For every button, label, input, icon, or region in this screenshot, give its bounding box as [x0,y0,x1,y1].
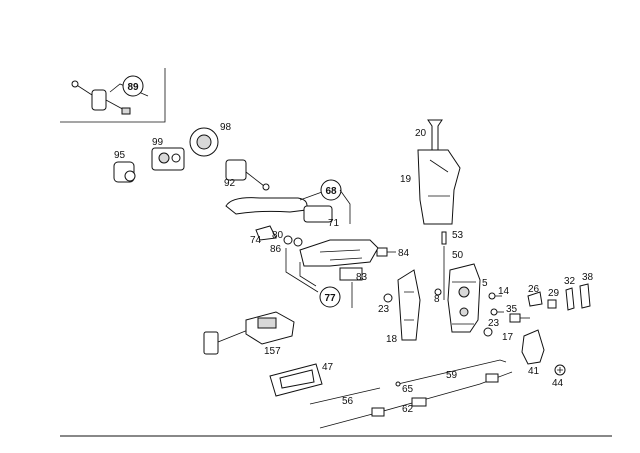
label-98: 98 [220,122,232,133]
callout-77[interactable] [319,286,341,308]
inset-group-89: 89 [60,68,166,123]
lock-mechanism-5[interactable] [447,263,481,333]
door-handle-68[interactable] [225,197,308,215]
part-71[interactable] [303,205,333,223]
part-98[interactable] [189,127,219,157]
label-86: 86 [270,244,282,255]
part-38[interactable] [579,283,591,309]
screw-23b[interactable] [490,308,504,316]
label-80: 80 [272,230,284,241]
inner-handle-47[interactable] [269,363,323,397]
label-99: 99 [152,137,164,148]
part-29[interactable] [547,299,557,309]
part-95[interactable] [113,161,136,183]
label-56: 56 [342,396,354,407]
label-35: 35 [506,304,518,315]
part-8[interactable] [434,288,442,296]
callout-68-text: 68 [325,186,337,197]
label-74: 74 [250,235,262,246]
part-80[interactable] [283,235,293,245]
part-53[interactable] [441,231,447,245]
label-23b: 23 [488,318,500,329]
part-26[interactable] [527,291,543,307]
label-59: 59 [446,370,458,381]
callout-77-text: 77 [324,293,336,304]
label-14: 14 [498,286,510,297]
label-47: 47 [322,362,334,373]
label-32: 32 [564,276,576,287]
part-74[interactable] [255,225,277,241]
label-41: 41 [528,366,540,377]
label-8: 8 [434,294,440,305]
cable-sleeve [411,397,427,407]
label-92: 92 [224,178,236,189]
lock-cylinder-icon [91,89,107,111]
callout-89[interactable] [122,75,144,97]
screw-44[interactable] [554,364,566,376]
label-18: 18 [386,334,398,345]
clip-65[interactable] [371,407,385,417]
callout-89-text: 89 [127,82,139,93]
label-71: 71 [328,218,340,229]
module-157[interactable] [203,311,295,355]
part-18[interactable] [397,269,421,341]
label-95: 95 [114,150,126,161]
cable-56[interactable] [309,387,381,405]
label-19: 19 [400,174,412,185]
label-20: 20 [415,128,427,139]
bolt-35[interactable] [509,313,530,323]
label-50: 50 [452,250,464,261]
screw-14[interactable] [488,292,502,300]
part-19[interactable] [417,149,461,225]
part-20[interactable] [427,119,443,151]
label-29: 29 [548,288,560,299]
screw-17[interactable] [483,327,493,337]
label-53: 53 [452,230,464,241]
label-62: 62 [402,404,414,415]
cable-59[interactable] [397,359,507,385]
part-41[interactable] [521,329,545,365]
part-92[interactable] [225,159,270,191]
label-38: 38 [582,272,594,283]
label-157: 157 [264,346,281,357]
cable-sleeve-2 [485,373,499,383]
part-84[interactable] [376,247,396,257]
part-83[interactable] [299,239,379,281]
label-83: 83 [356,272,368,283]
label-26: 26 [528,284,540,295]
label-17: 17 [502,332,514,343]
cable-59-end [395,381,401,387]
small-part-icon [121,107,131,115]
label-65: 65 [402,384,414,395]
part-32[interactable] [565,287,575,311]
key-icon [71,80,79,88]
label-5: 5 [482,278,488,289]
label-44: 44 [552,378,564,389]
part-86[interactable] [293,237,303,247]
label-23a: 23 [378,304,390,315]
callout-68[interactable] [320,179,342,201]
part-99[interactable] [151,147,185,171]
label-84: 84 [398,248,410,259]
screw-23a[interactable] [383,293,393,303]
